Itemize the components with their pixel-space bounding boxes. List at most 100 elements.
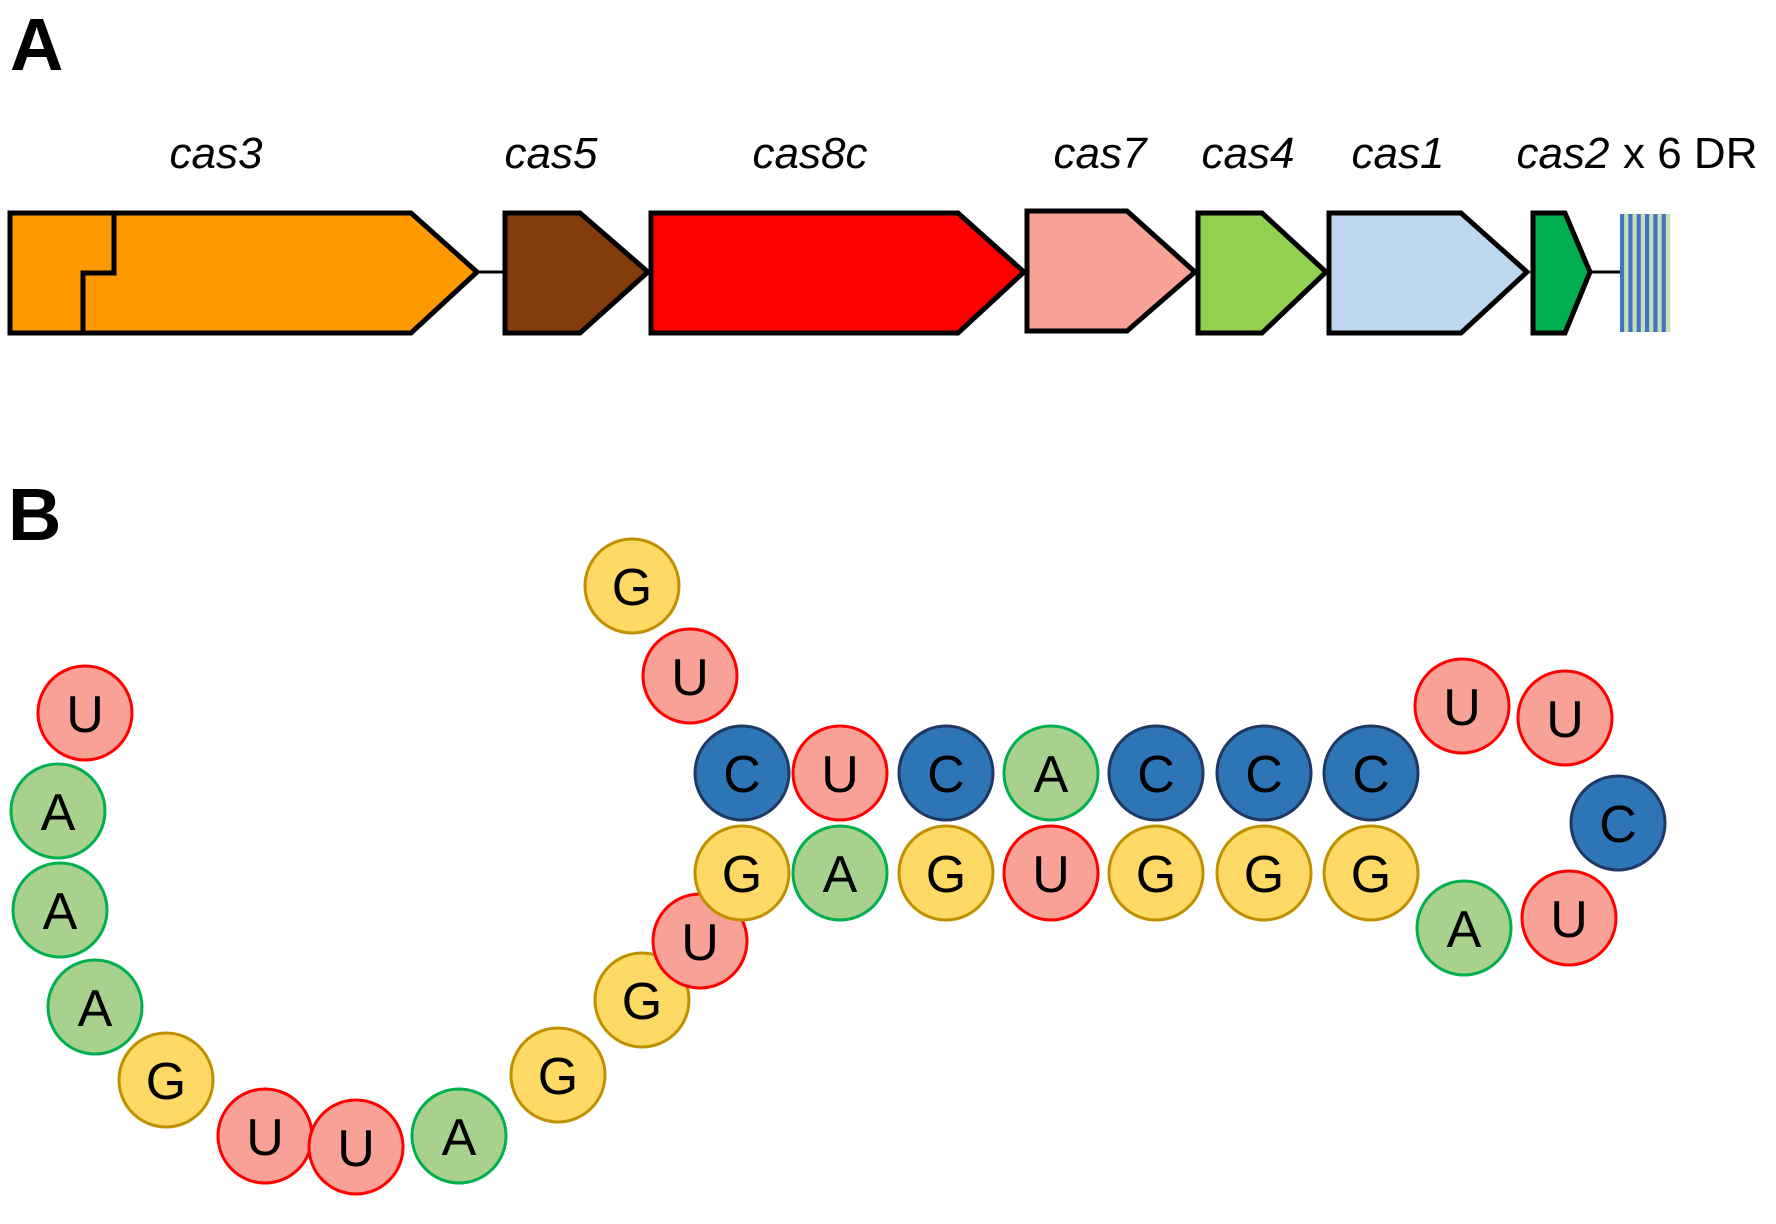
gene-cas5-label: cas5 <box>505 129 598 178</box>
nucleotide-circle <box>583 537 681 635</box>
nucleotide-letter: C <box>1352 746 1390 804</box>
direct-repeat-stripe <box>1645 214 1650 332</box>
nucleotide-letter: U <box>821 746 859 804</box>
nucleotide-u: U <box>1520 869 1618 967</box>
nucleotide-u: U <box>1516 669 1614 767</box>
nucleotide-u: U <box>216 1087 314 1185</box>
nucleotide-c: C <box>1107 724 1205 822</box>
nucleotide-letter: G <box>622 973 662 1031</box>
nucleotide-u: U <box>1413 657 1511 755</box>
nucleotide-g: G <box>1322 824 1420 922</box>
nucleotide-circle <box>11 861 109 959</box>
direct-repeat-stripe <box>1661 214 1667 332</box>
nucleotide-circle <box>791 724 889 822</box>
gene-cas2: cas2 <box>1517 129 1610 336</box>
nucleotide-letter: U <box>246 1109 284 1167</box>
direct-repeat-stripe <box>1649 214 1654 332</box>
nucleotide-letter: A <box>823 846 858 904</box>
nucleotide-c: C <box>1215 724 1313 822</box>
gene-cas8c-arrow <box>648 210 1028 336</box>
nucleotide-circle <box>1215 724 1313 822</box>
nucleotide-g: G <box>897 824 995 922</box>
nucleotide-c: C <box>1569 774 1667 872</box>
nucleotide-letter: C <box>1137 746 1175 804</box>
nucleotide-u: U <box>36 664 134 762</box>
gene-cas4-arrow <box>1195 210 1330 336</box>
panel-a-label: A <box>10 3 63 86</box>
nucleotide-letter: U <box>1550 891 1588 949</box>
nucleotide-circle <box>410 1087 508 1185</box>
gene-cas2-arrow <box>1530 210 1593 336</box>
nucleotide-a: A <box>791 824 889 922</box>
nucleotide-circle <box>1107 724 1205 822</box>
gene-cas3-label: cas3 <box>170 129 263 178</box>
gene-cas8c-label: cas8c <box>753 129 868 178</box>
direct-repeat-stripe <box>1624 214 1629 332</box>
nucleotide-circle <box>1516 669 1614 767</box>
nucleotide-g: G <box>593 951 691 1049</box>
nucleotide-circle <box>1322 724 1420 822</box>
gene-cas3-domain-line <box>80 213 117 333</box>
gene-cas7: cas7 <box>1024 129 1199 334</box>
gene-cas2-label: cas2 <box>1517 129 1610 178</box>
nucleotide-letter: C <box>1599 796 1637 854</box>
nucleotide-g: G <box>1215 824 1313 922</box>
nucleotide-circle <box>117 1031 215 1129</box>
direct-repeat-stripe <box>1620 214 1625 332</box>
nucleotide-letter: G <box>538 1048 578 1106</box>
nucleotide-letter: U <box>1032 846 1070 904</box>
nucleotide-u: U <box>791 724 889 822</box>
gene-cas4-label: cas4 <box>1202 129 1295 178</box>
nucleotide-circle <box>1569 774 1667 872</box>
nucleotide-letter: A <box>1447 901 1482 959</box>
nucleotide-c: C <box>1322 724 1420 822</box>
nucleotide-letter: G <box>146 1053 186 1111</box>
direct-repeat-stripe <box>1632 214 1637 332</box>
nucleotide-letter: G <box>1244 846 1284 904</box>
nucleotide-u: U <box>641 627 739 725</box>
nucleotide-circle <box>1413 657 1511 755</box>
nucleotide-letter: U <box>681 914 719 972</box>
nucleotide-circle <box>36 664 134 762</box>
gene-cas1-arrow <box>1326 210 1531 336</box>
nucleotide-letter: C <box>1245 746 1283 804</box>
nucleotide-letter: A <box>1034 746 1069 804</box>
direct-repeat-stripe <box>1636 214 1642 332</box>
gene-cas3-arrow <box>7 210 481 336</box>
direct-repeat-stripe <box>1653 214 1658 332</box>
nucleotide-g: G <box>1107 824 1205 922</box>
nucleotide-circle <box>593 951 691 1049</box>
nucleotide-a: A <box>1002 724 1100 822</box>
nucleotide-g: G <box>583 537 681 635</box>
nucleotide-letter: G <box>722 846 762 904</box>
nucleotide-g: G <box>693 824 791 922</box>
nucleotide-circle <box>1002 824 1100 922</box>
nucleotide-circle <box>897 724 995 822</box>
nucleotide-circle <box>1002 724 1100 822</box>
nucleotide-g: G <box>509 1026 607 1124</box>
nucleotide-letter: A <box>41 784 76 842</box>
gene-cas3: cas3 <box>7 129 481 336</box>
nucleotide-letter: U <box>337 1120 375 1178</box>
gene-cas7-arrow <box>1024 208 1199 334</box>
nucleotide-letter: C <box>927 746 965 804</box>
direct-repeat-stripe <box>1657 214 1662 332</box>
gene-cas5-arrow <box>502 210 652 336</box>
nucleotide-letter: G <box>1136 846 1176 904</box>
nucleotide-letter: U <box>1443 679 1481 737</box>
nucleotide-a: A <box>1415 879 1513 977</box>
gene-cas5: cas5 <box>502 129 652 336</box>
nucleotide-circle <box>509 1026 607 1124</box>
nucleotide-c: C <box>693 724 791 822</box>
nucleotide-circle <box>1322 824 1420 922</box>
gene-cas1: cas1 <box>1326 129 1531 336</box>
nucleotide-circle <box>307 1098 405 1196</box>
nucleotide-letter: U <box>671 649 709 707</box>
nucleotide-c: C <box>897 724 995 822</box>
nucleotide-circle <box>46 958 144 1056</box>
direct-repeat-array <box>1620 214 1671 332</box>
nucleotide-circle <box>693 724 791 822</box>
